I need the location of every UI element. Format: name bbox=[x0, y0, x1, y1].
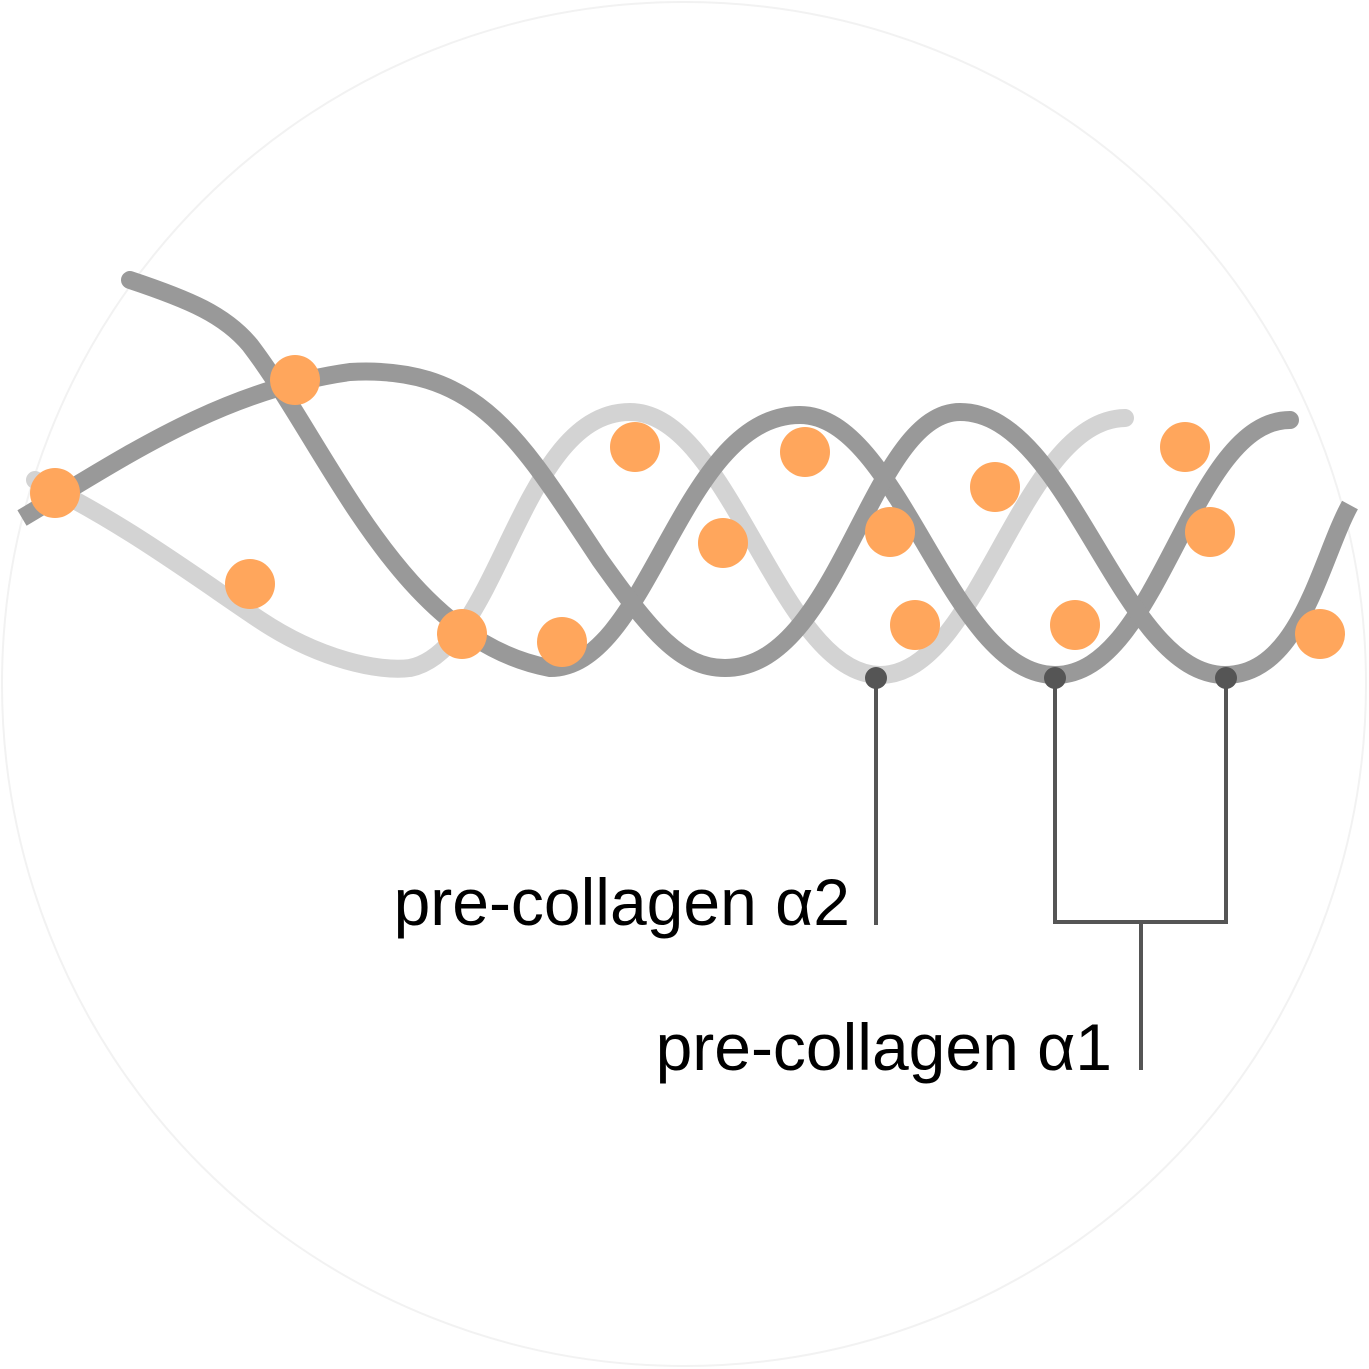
residue-dot bbox=[437, 609, 487, 659]
residue-dot bbox=[1295, 609, 1345, 659]
residues bbox=[30, 355, 1345, 667]
residue-dot bbox=[970, 462, 1020, 512]
residue-dot bbox=[610, 422, 660, 472]
alpha1-label: pre-collagen α1 bbox=[656, 1010, 1112, 1084]
residue-dot bbox=[890, 600, 940, 650]
alpha2-strand bbox=[26, 402, 1134, 685]
residue-dot bbox=[698, 518, 748, 568]
alpha2-pointer-dot bbox=[865, 667, 887, 689]
residue-dot bbox=[780, 427, 830, 477]
alpha1-pointer-dot bbox=[1215, 667, 1237, 689]
residue-dot bbox=[537, 617, 587, 667]
pointer-lines bbox=[874, 678, 1228, 1070]
alpha1-pointer-dot bbox=[1044, 667, 1066, 689]
residue-dot bbox=[225, 559, 275, 609]
residue-dot bbox=[1185, 507, 1235, 557]
residue-dot bbox=[30, 468, 80, 518]
residue-dot bbox=[1050, 600, 1100, 650]
alpha2-label: pre-collagen α2 bbox=[394, 865, 850, 939]
residue-dot bbox=[270, 355, 320, 405]
alpha1-strand-b bbox=[17, 362, 1358, 685]
residue-dot bbox=[1160, 422, 1210, 472]
residue-dot bbox=[865, 507, 915, 557]
